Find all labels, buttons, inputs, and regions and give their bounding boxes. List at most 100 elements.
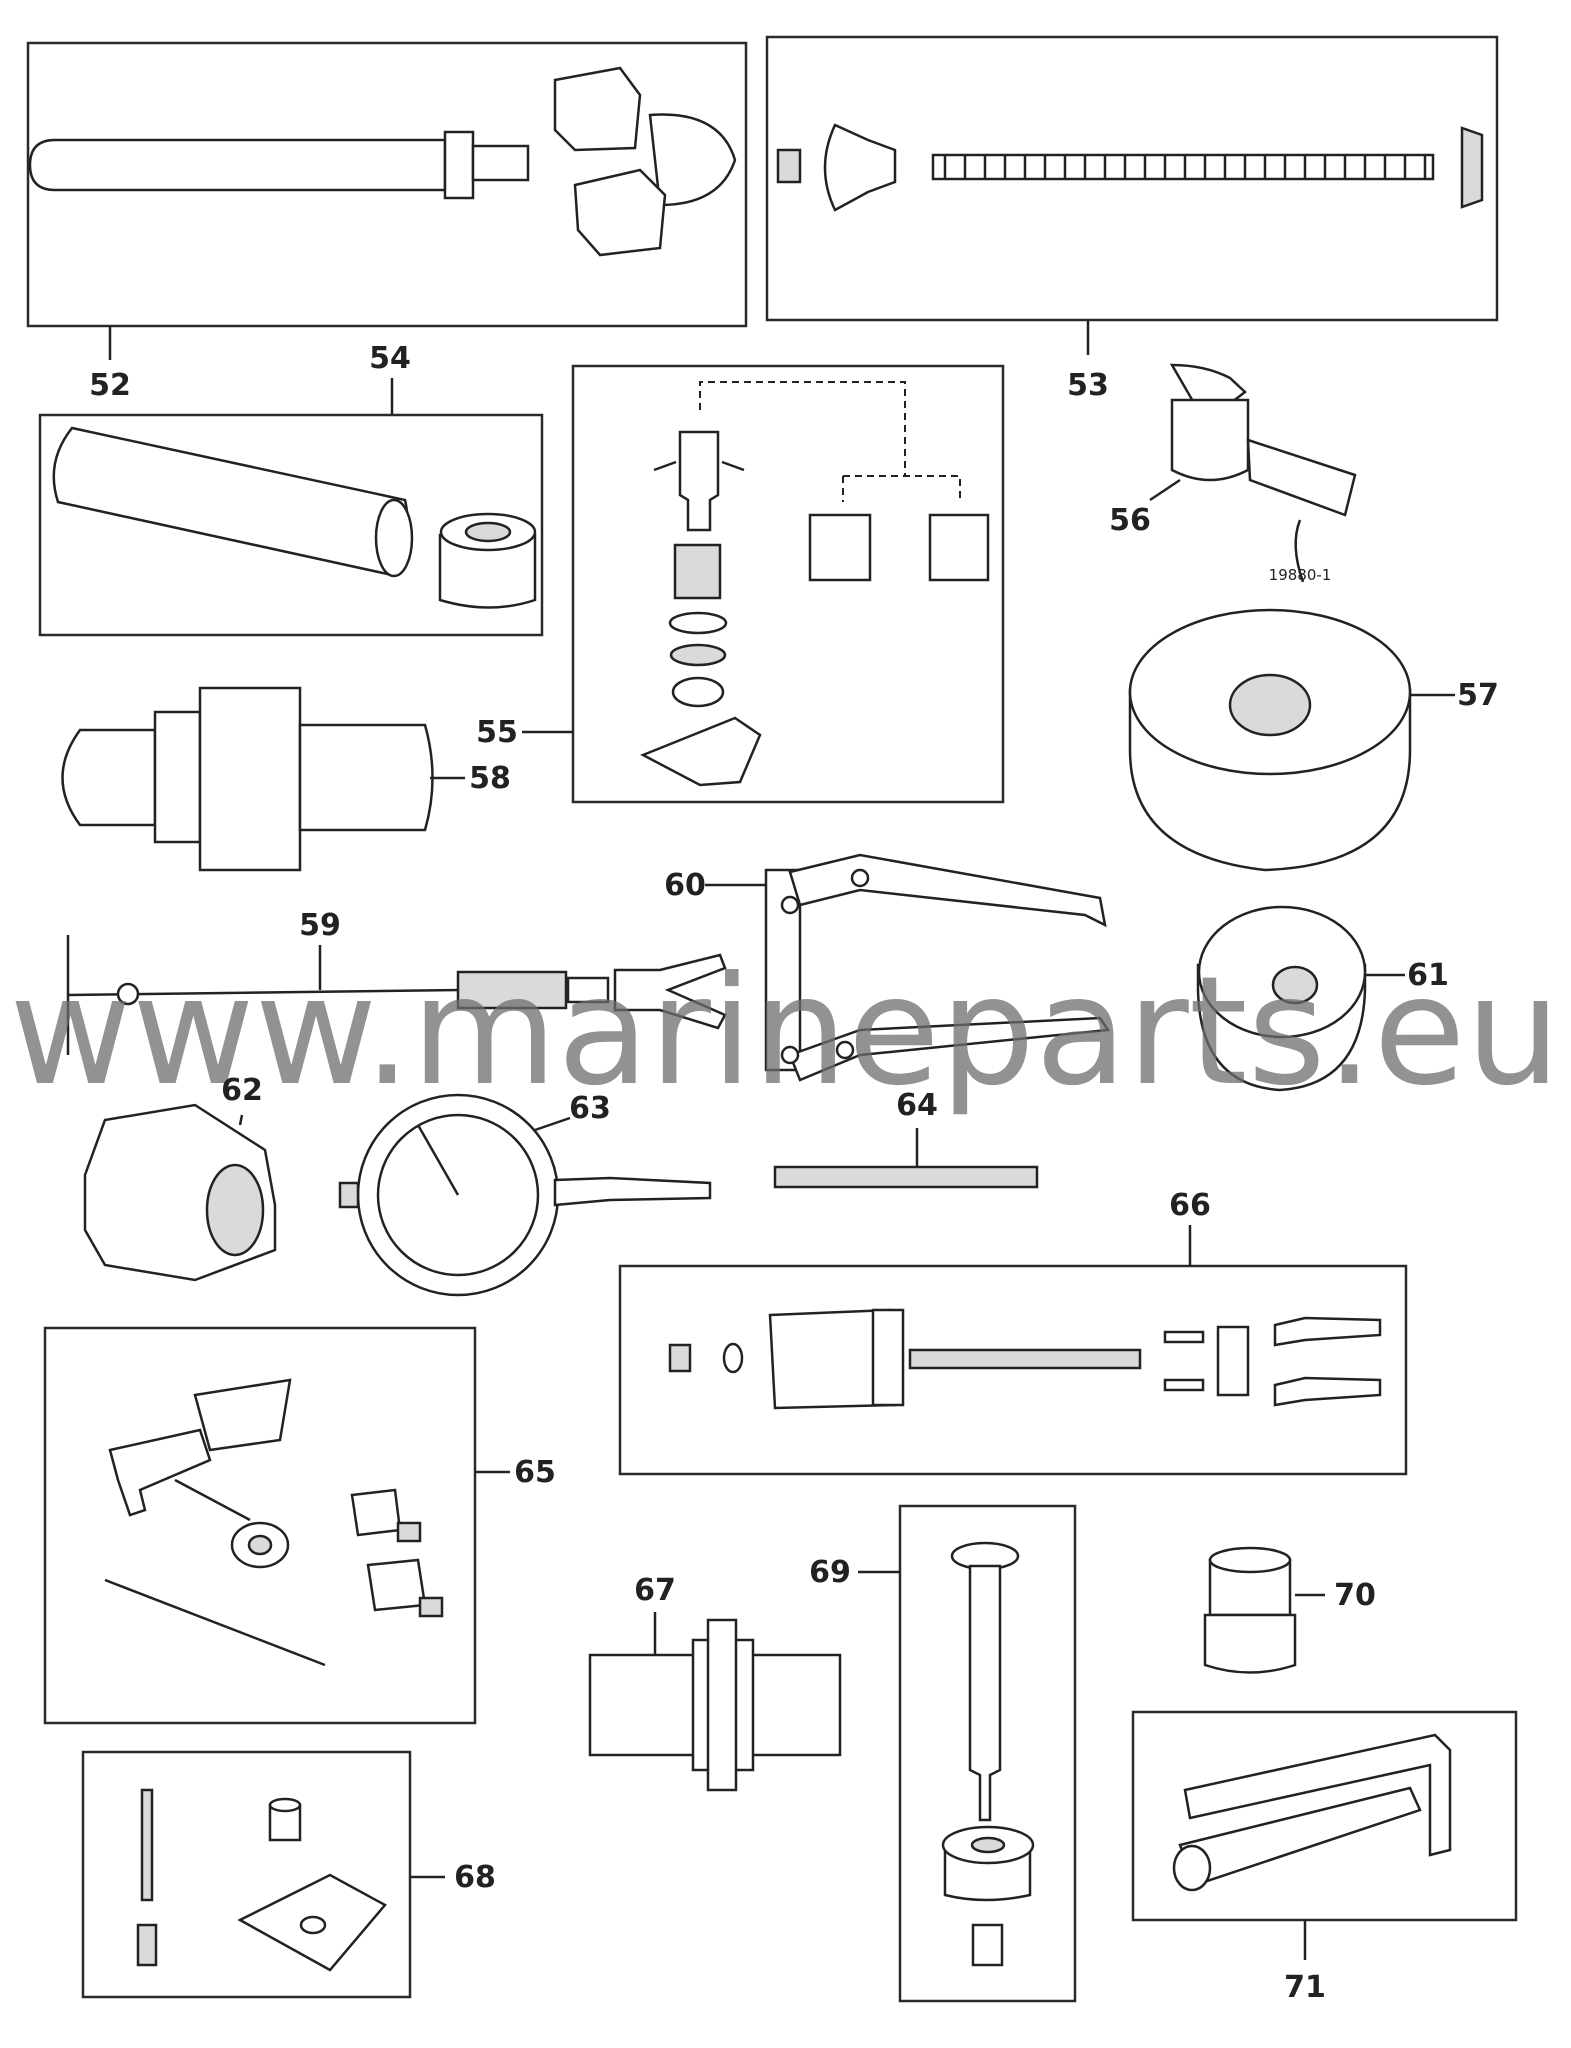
tool-68-plate-hole <box>299 1915 327 1935</box>
figure-code: 19880-1 <box>1269 566 1332 584</box>
tool-58-body <box>298 723 434 832</box>
callout-66: 66 <box>1169 1188 1211 1223</box>
tool-63-spindle <box>553 1176 712 1207</box>
tool-71-l-wrench <box>1183 1733 1452 1857</box>
tool-53-group: 53 <box>765 35 1499 403</box>
tool-63-dial-face <box>376 1113 540 1277</box>
tool-60-group: 60 <box>664 853 1111 1082</box>
tool-55-bolt-arrows <box>653 460 745 472</box>
tool-71-socket-end <box>1172 1844 1212 1892</box>
tool-65-rod <box>104 1578 326 1667</box>
callout-69: 69 <box>809 1555 851 1590</box>
callout-57: 57 <box>1457 678 1499 713</box>
tool-60-pivot-1 <box>780 895 800 915</box>
tool-69-shaft <box>968 1564 1002 1822</box>
tool-66-yoke-side <box>871 1308 905 1407</box>
tool-63-back-stem <box>338 1181 360 1209</box>
tool-55-washer-3 <box>671 676 725 708</box>
callout-58: 58 <box>469 761 511 796</box>
tool-65-linkage <box>174 1478 251 1522</box>
tool-53-box <box>765 35 1499 322</box>
tool-52-box <box>26 41 748 328</box>
tool-65-adapter-1-thread <box>396 1521 422 1543</box>
tool-59-grip <box>456 970 568 1010</box>
tool-65-adapter-2 <box>366 1558 427 1612</box>
tool-58-nose <box>61 728 157 827</box>
tool-65-collar-bore <box>247 1534 273 1556</box>
tool-66-box <box>618 1264 1408 1476</box>
tool-58-group: 58 <box>61 686 511 872</box>
tool-53-nut <box>776 148 802 184</box>
tool-60-lower-arm <box>788 1016 1111 1082</box>
tool-69-box <box>898 1504 1077 2003</box>
tool-55-bolt <box>678 430 720 532</box>
tool-70-top <box>1208 1546 1292 1574</box>
tool-58-flange <box>198 686 302 872</box>
tool-53-rod-threads <box>943 155 1427 179</box>
tool-70-group: 70 <box>1203 1546 1376 1674</box>
callout-55: 55 <box>476 715 518 750</box>
tool-54-group: 54 <box>38 341 544 637</box>
tool-65-arm <box>108 1428 212 1517</box>
tool-69-puller-bore <box>970 1836 1006 1854</box>
tool-66-pin-2 <box>1163 1378 1205 1392</box>
tool-52-ring <box>648 113 737 207</box>
tool-70-lower <box>1203 1613 1297 1674</box>
tool-54-bushing <box>438 533 537 609</box>
tool-53-threaded-rod <box>931 153 1435 181</box>
tool-65-bracket <box>193 1378 292 1452</box>
tool-66-pin-1 <box>1163 1330 1205 1344</box>
tool-68-box <box>81 1750 412 1999</box>
tool-65-group: 65 <box>43 1326 556 1725</box>
tool-56-arm <box>1246 438 1357 517</box>
tool-69-bushing <box>971 1923 1004 1967</box>
callout-60: 60 <box>664 868 706 903</box>
tool-66-link <box>1216 1325 1250 1397</box>
tool-66-jaw-upper <box>1273 1316 1382 1347</box>
tool-68-stud <box>140 1788 154 1902</box>
tool-71-box <box>1131 1710 1518 1922</box>
tool-55-group: 55 <box>476 364 1005 804</box>
tool-61-disc-bore <box>1271 965 1319 1005</box>
watermark: www.marineparts.eu <box>9 945 1561 1119</box>
tool-59-ball <box>116 982 140 1006</box>
tool-65-adapter-2-thread <box>418 1596 444 1618</box>
tool-56-pointer <box>1294 519 1305 583</box>
tool-60-pivot-3 <box>780 1045 800 1065</box>
tool-53-handle <box>1460 126 1484 209</box>
tool-52-group: 52 <box>26 41 748 403</box>
callout-71: 71 <box>1284 1970 1326 2005</box>
tool-67-flange <box>706 1618 738 1792</box>
tool-59-coupler <box>566 976 610 1004</box>
tool-68-nut <box>136 1923 158 1967</box>
callout-62: 62 <box>221 1073 263 1108</box>
tool-69-puller <box>943 1848 1032 1902</box>
tool-67-group: 67 <box>588 1573 842 1792</box>
tool-58-step <box>153 710 202 844</box>
callout-61: 61 <box>1407 958 1449 993</box>
callout-63: 63 <box>569 1091 611 1126</box>
tool-55-washer-1 <box>668 611 728 635</box>
tool-66-jaw-lower <box>1273 1376 1382 1407</box>
tool-52-jaw-upper <box>553 66 642 152</box>
tool-54-box <box>38 413 544 637</box>
tool-52-jaw-lower <box>573 168 667 257</box>
tool-55-spring <box>673 543 722 600</box>
tool-55-dashed-links <box>699 381 961 502</box>
tool-66-washer <box>722 1342 744 1374</box>
tool-54-bushing-bore <box>464 521 512 543</box>
callout-65: 65 <box>514 1455 556 1490</box>
tool-55-box <box>571 364 1005 804</box>
tool-55-plate <box>640 716 762 787</box>
tool-62-spline-bore <box>205 1163 265 1257</box>
tool-55-sleeve-2 <box>928 513 990 582</box>
callout-70: 70 <box>1334 1578 1376 1613</box>
tool-63-needle <box>416 1124 460 1196</box>
tool-66-group: 66 <box>618 1188 1408 1476</box>
tool-62-group: 62 <box>83 1073 277 1282</box>
tool-68-group: 68 <box>81 1750 496 1999</box>
callout-54: 54 <box>369 341 411 376</box>
tool-56-group: 56 19880-1 <box>1109 363 1357 584</box>
tool-53-cup <box>823 123 897 212</box>
